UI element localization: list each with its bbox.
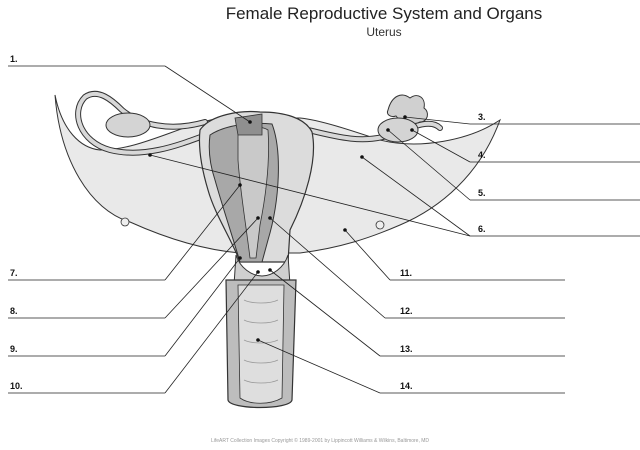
label-14: 14. <box>400 381 413 391</box>
label-9: 9. <box>10 344 18 354</box>
left-ovary <box>106 113 150 137</box>
label-6: 6. <box>478 224 486 234</box>
label-4: 4. <box>478 150 486 160</box>
left-ligament-nodule <box>121 218 129 226</box>
label-10: 10. <box>10 381 23 391</box>
label-11: 11. <box>400 268 412 278</box>
label-1: 1. <box>10 54 18 64</box>
label-7: 7. <box>10 268 18 278</box>
fundus <box>235 114 262 135</box>
label-5: 5. <box>478 188 486 198</box>
copyright-notice: LifeART Collection Images Copyright © 19… <box>0 438 640 444</box>
label-12: 12. <box>400 306 413 316</box>
label-3: 3. <box>478 112 486 122</box>
label-13: 13. <box>400 344 413 354</box>
label-8: 8. <box>10 306 18 316</box>
right-ligament-nodule <box>376 221 384 229</box>
